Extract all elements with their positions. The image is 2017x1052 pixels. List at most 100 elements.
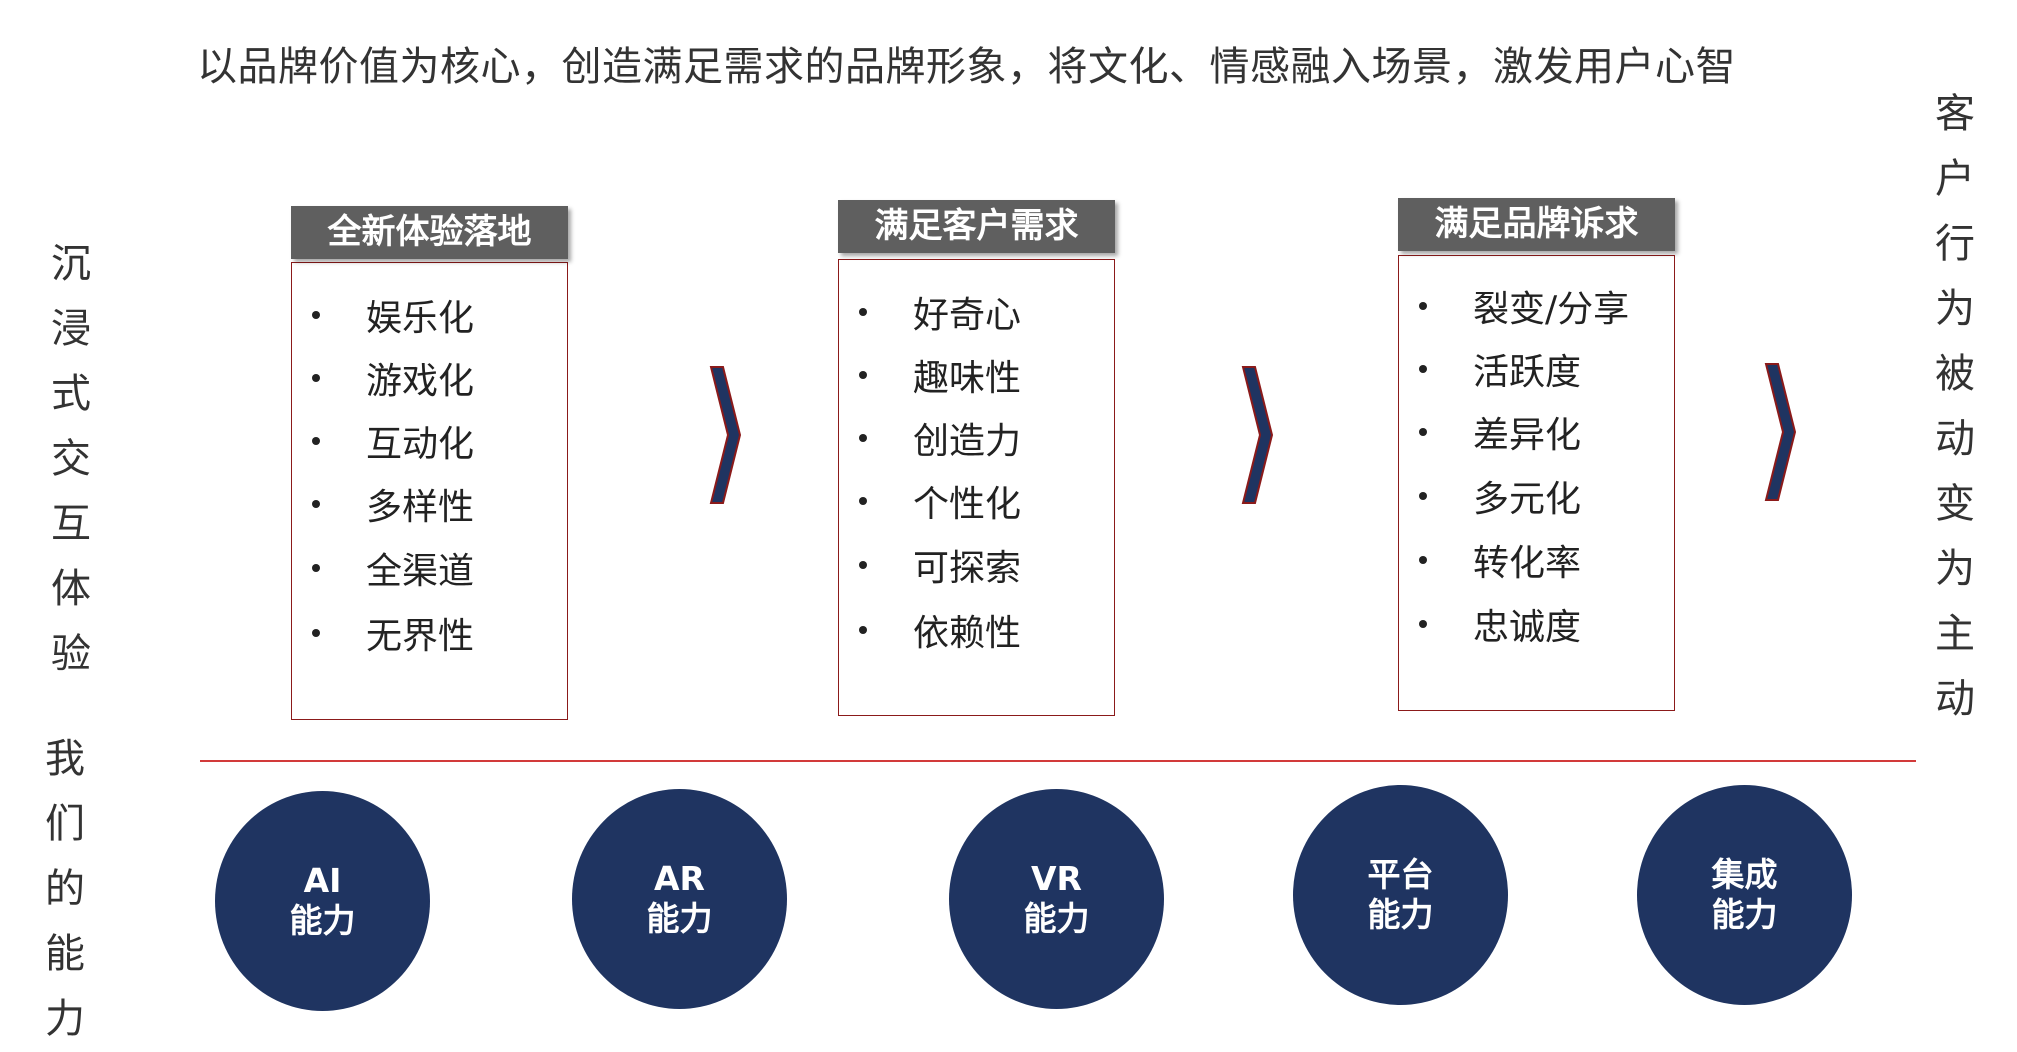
label-char: 的	[45, 866, 85, 912]
item-label: 裂变/分享	[1473, 289, 1630, 330]
chevron-right-icon	[1764, 363, 1796, 501]
item-label: 忠诚度	[1473, 607, 1582, 648]
label-char: 式	[51, 371, 91, 417]
list-item: 多样性	[292, 478, 474, 530]
list-item: 依赖性	[839, 604, 1021, 656]
item-label: 可探索	[913, 548, 1022, 589]
item-label: 全渠道	[366, 551, 475, 592]
card-body: 娱乐化 游戏化 互动化 多样性 全渠道 无界性	[291, 262, 568, 720]
list-item: 忠诚度	[1399, 598, 1581, 650]
label-char: 浸	[51, 306, 91, 352]
label-char: 我	[45, 736, 85, 782]
item-label: 无界性	[366, 616, 475, 657]
capability-integration: 集成能力	[1637, 785, 1852, 1005]
card-header: 满足客户需求	[838, 200, 1115, 253]
immersive-experience-label: 沉 浸 式 交 互 体 验	[49, 232, 93, 687]
list-item: 创造力	[839, 412, 1021, 464]
label-char: 客	[1935, 91, 1975, 137]
list-item: 多元化	[1399, 470, 1581, 522]
label-char: 为	[1935, 546, 1975, 592]
bullet-icon	[859, 626, 867, 634]
chevron-right-icon	[1241, 366, 1273, 504]
label-char: 被	[1935, 351, 1975, 397]
capability-suffix: 能力	[646, 899, 713, 938]
capability-suffix: 能力	[1367, 895, 1434, 934]
bullet-icon	[1419, 556, 1427, 564]
list-item: 活跃度	[1399, 343, 1581, 395]
label-char: 行	[1935, 221, 1975, 267]
list-item: 可探索	[839, 539, 1021, 591]
bullet-icon	[859, 308, 867, 316]
capability-name: 平台	[1367, 855, 1434, 894]
bullet-icon	[859, 561, 867, 569]
capability-name: VR	[1031, 859, 1082, 898]
bullet-icon	[859, 371, 867, 379]
label-char: 为	[1935, 286, 1975, 332]
item-label: 活跃度	[1473, 352, 1582, 393]
label-char: 变	[1935, 481, 1975, 527]
label-char: 力	[45, 996, 85, 1042]
divider-line	[200, 760, 1916, 762]
bullet-icon	[312, 629, 320, 637]
bullet-icon	[1419, 428, 1427, 436]
bullet-icon	[859, 497, 867, 505]
label-char: 交	[51, 436, 91, 482]
card-body: 裂变/分享 活跃度 差异化 多元化 转化率 忠诚度	[1398, 255, 1675, 711]
bullet-icon	[312, 500, 320, 508]
capability-suffix: 能力	[1023, 899, 1090, 938]
bullet-icon	[312, 374, 320, 382]
chevron-right-icon	[709, 366, 741, 504]
list-item: 好奇心	[839, 286, 1021, 338]
item-label: 互动化	[366, 424, 475, 465]
label-char: 主	[1935, 611, 1975, 657]
capability-name: AR	[654, 859, 705, 898]
our-capabilities-label: 我 们 的 能 力	[43, 727, 87, 1052]
label-char: 互	[51, 501, 91, 547]
card-body: 好奇心 趣味性 创造力 个性化 可探索 依赖性	[838, 259, 1115, 716]
label-char: 体	[51, 566, 91, 612]
label-char: 户	[1935, 156, 1975, 202]
capability-name: 集成	[1711, 855, 1778, 894]
card-header: 满足品牌诉求	[1398, 198, 1675, 251]
list-item: 趣味性	[839, 349, 1021, 401]
bullet-icon	[1419, 492, 1427, 500]
bullet-icon	[312, 311, 320, 319]
item-label: 游戏化	[366, 361, 475, 402]
item-label: 多样性	[366, 487, 475, 528]
label-char: 沉	[51, 241, 91, 287]
item-label: 趣味性	[913, 358, 1022, 399]
item-label: 转化率	[1473, 543, 1582, 584]
list-item: 无界性	[292, 607, 474, 659]
item-label: 创造力	[913, 421, 1022, 462]
capability-suffix: 能力	[1711, 895, 1778, 934]
bullet-icon	[312, 564, 320, 572]
item-label: 娱乐化	[366, 298, 475, 339]
list-item: 游戏化	[292, 352, 474, 404]
list-item: 差异化	[1399, 406, 1581, 458]
bullet-icon	[312, 437, 320, 445]
capability-platform: 平台能力	[1293, 785, 1508, 1005]
label-char: 动	[1935, 416, 1975, 462]
bullet-icon	[1419, 620, 1427, 628]
label-char: 动	[1935, 676, 1975, 722]
capability-suffix: 能力	[289, 901, 356, 940]
item-label: 依赖性	[913, 613, 1022, 654]
page-title: 以品牌价值为核心，创造满足需求的品牌形象，将文化、情感融入场景，激发用户心智	[197, 44, 1736, 90]
customer-behavior-label: 客 户 行 为 被 动 变 为 主 动	[1933, 82, 1977, 732]
bullet-icon	[859, 434, 867, 442]
bullet-icon	[1419, 365, 1427, 373]
list-item: 互动化	[292, 415, 474, 467]
list-item: 个性化	[839, 475, 1021, 527]
label-char: 验	[51, 631, 91, 677]
item-label: 多元化	[1473, 479, 1582, 520]
item-label: 差异化	[1473, 415, 1582, 456]
label-char: 们	[45, 801, 85, 847]
item-label: 好奇心	[913, 295, 1022, 336]
capability-name: AI	[303, 861, 342, 900]
list-item: 娱乐化	[292, 289, 474, 341]
item-label: 个性化	[913, 484, 1022, 525]
card-header: 全新体验落地	[291, 206, 568, 259]
list-item: 转化率	[1399, 534, 1581, 586]
